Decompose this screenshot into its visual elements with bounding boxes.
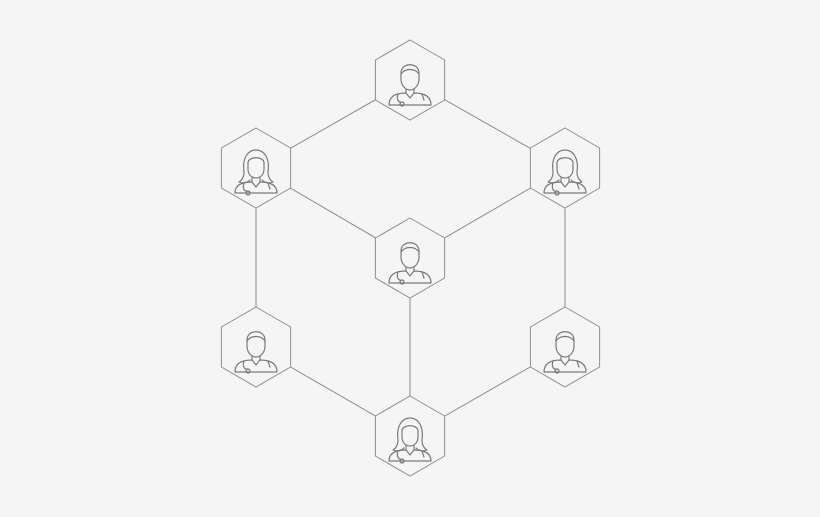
female-doctor-icon bbox=[543, 149, 587, 196]
hexagon-frame bbox=[374, 395, 446, 477]
hexagon-frame bbox=[374, 39, 446, 121]
node-lower-right bbox=[529, 306, 601, 388]
doctor-nodes bbox=[220, 39, 601, 477]
hexagon-frame bbox=[220, 127, 292, 209]
hexagon-frame bbox=[529, 127, 601, 209]
node-upper-left bbox=[220, 127, 292, 209]
male-doctor-icon bbox=[234, 331, 278, 374]
male-doctor-icon bbox=[543, 331, 587, 374]
hexagon-frame bbox=[220, 306, 292, 388]
node-top bbox=[374, 39, 446, 121]
node-bottom bbox=[374, 395, 446, 477]
male-doctor-icon bbox=[388, 64, 432, 107]
node-upper-right bbox=[529, 127, 601, 209]
hexagon-frame bbox=[374, 217, 446, 299]
male-doctor-icon bbox=[388, 242, 432, 285]
node-center bbox=[374, 217, 446, 299]
female-doctor-icon bbox=[388, 417, 432, 464]
female-doctor-icon bbox=[234, 149, 278, 196]
node-lower-left bbox=[220, 306, 292, 388]
hexagon-frame bbox=[529, 306, 601, 388]
